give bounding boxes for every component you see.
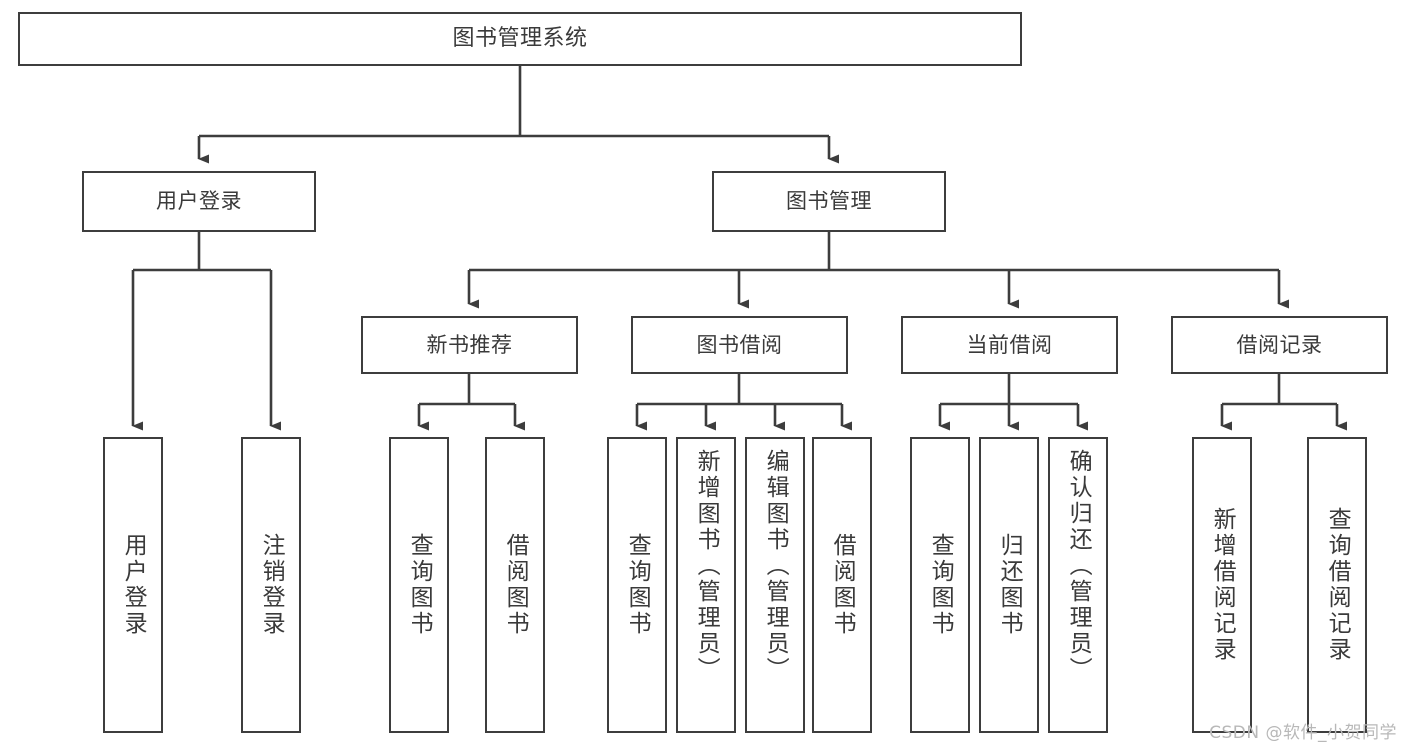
node-user-login[interactable]: 用户登录 [82, 171, 316, 232]
node-borrow-record[interactable]: 借阅记录 [1171, 316, 1388, 374]
leaf-current-query-book[interactable]: 查询图书 [910, 437, 970, 733]
node-label: 图书管理系统 [452, 26, 588, 52]
node-label: 归还图书 [996, 533, 1023, 637]
node-label: 确认归还（管理员） [1065, 449, 1092, 683]
node-new-book-recommend[interactable]: 新书推荐 [361, 316, 578, 374]
leaf-newbook-borrow-book[interactable]: 借阅图书 [485, 437, 545, 733]
csdn-watermark: CSDN @软件_小贺同学 [1209, 723, 1397, 743]
node-root-system[interactable]: 图书管理系统 [18, 12, 1022, 66]
leaf-user-login-logout[interactable]: 注销登录 [241, 437, 301, 733]
node-label: 新增借阅记录 [1209, 507, 1236, 663]
leaf-borrow-edit-book-admin[interactable]: 编辑图书（管理员） [745, 437, 805, 733]
leaf-record-query-record[interactable]: 查询借阅记录 [1307, 437, 1367, 733]
node-label: 用户登录 [156, 189, 242, 214]
leaf-record-add-record[interactable]: 新增借阅记录 [1192, 437, 1252, 733]
node-label: 图书借阅 [696, 332, 783, 357]
node-label: 借阅图书 [829, 533, 856, 637]
node-label: 查询图书 [624, 533, 651, 637]
node-label: 查询图书 [927, 533, 954, 637]
node-label: 用户登录 [120, 533, 147, 637]
leaf-current-confirm-return-admin[interactable]: 确认归还（管理员） [1048, 437, 1108, 733]
node-label: 借阅图书 [502, 533, 529, 637]
leaf-borrow-query-book[interactable]: 查询图书 [607, 437, 667, 733]
node-label: 借阅记录 [1236, 332, 1323, 357]
node-label: 当前借阅 [966, 332, 1053, 357]
node-label: 注销登录 [258, 533, 285, 637]
node-label: 图书管理 [786, 189, 872, 214]
leaf-borrow-add-book-admin[interactable]: 新增图书（管理员） [676, 437, 736, 733]
leaf-current-return-book[interactable]: 归还图书 [979, 437, 1039, 733]
leaf-newbook-query-book[interactable]: 查询图书 [389, 437, 449, 733]
node-current-borrow[interactable]: 当前借阅 [901, 316, 1118, 374]
leaf-borrow-borrow-book[interactable]: 借阅图书 [812, 437, 872, 733]
node-book-management[interactable]: 图书管理 [712, 171, 946, 232]
leaf-user-login-login[interactable]: 用户登录 [103, 437, 163, 733]
node-book-borrow[interactable]: 图书借阅 [631, 316, 848, 374]
node-label: 新增图书（管理员） [693, 449, 720, 683]
node-label: 查询借阅记录 [1324, 507, 1351, 663]
node-label: 新书推荐 [426, 332, 513, 357]
node-label: 查询图书 [406, 533, 433, 637]
node-label: 编辑图书（管理员） [762, 449, 789, 683]
